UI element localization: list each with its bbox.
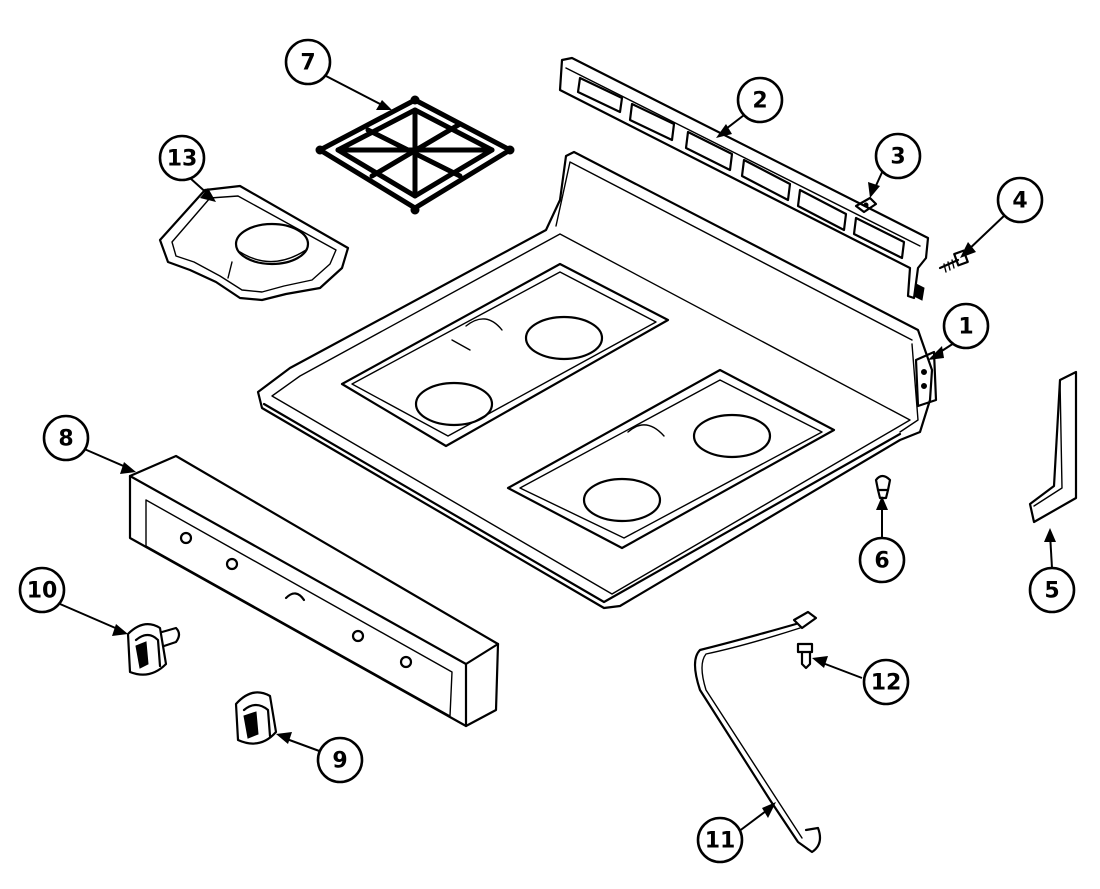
- callout-8: 8: [42, 414, 90, 462]
- control-panel-part: [128, 454, 500, 728]
- callout-3-label: 3: [890, 145, 905, 170]
- callout-7-label: 7: [300, 51, 315, 76]
- callout-3: 3: [874, 132, 922, 180]
- ground-screw-part: [796, 642, 814, 670]
- callout-6-label: 6: [874, 549, 889, 574]
- callout-9-label: 9: [332, 749, 347, 774]
- callout-9: 9: [316, 736, 364, 784]
- callout-13-label: 13: [167, 147, 198, 172]
- callout-12-label: 12: [871, 671, 902, 696]
- knob-part: [234, 691, 278, 745]
- screw-part: [938, 249, 969, 273]
- burner-drip-pan-part: [158, 184, 350, 302]
- callout-4-label: 4: [1012, 189, 1027, 214]
- callout-1: 1: [942, 302, 990, 350]
- side-trim-part: [1028, 370, 1078, 524]
- callout-11-label: 11: [705, 829, 736, 854]
- callout-2: 2: [736, 76, 784, 124]
- knob-with-stem-part: [126, 623, 181, 676]
- callout-5-label: 5: [1044, 579, 1059, 604]
- callout-2-label: 2: [752, 89, 767, 114]
- burner-grate-part: [315, 95, 515, 215]
- callout-5: 5: [1028, 566, 1076, 614]
- callout-12: 12: [862, 658, 910, 706]
- clip-part: [854, 196, 878, 214]
- backguard-vent-part: [558, 56, 930, 301]
- callout-1-label: 1: [958, 315, 973, 340]
- callout-10: 10: [18, 566, 66, 614]
- main-cooktop-part: [256, 150, 938, 610]
- callout-8-label: 8: [58, 427, 73, 452]
- callout-10-label: 10: [27, 579, 58, 604]
- callout-7: 7: [284, 38, 332, 86]
- bumper-part: [874, 474, 892, 500]
- callout-13: 13: [158, 134, 206, 182]
- ground-wire-part: [693, 610, 822, 854]
- callout-11: 11: [696, 816, 744, 864]
- callout-6: 6: [858, 536, 906, 584]
- leader-lines: [59, 75, 1056, 833]
- callout-4: 4: [996, 176, 1044, 224]
